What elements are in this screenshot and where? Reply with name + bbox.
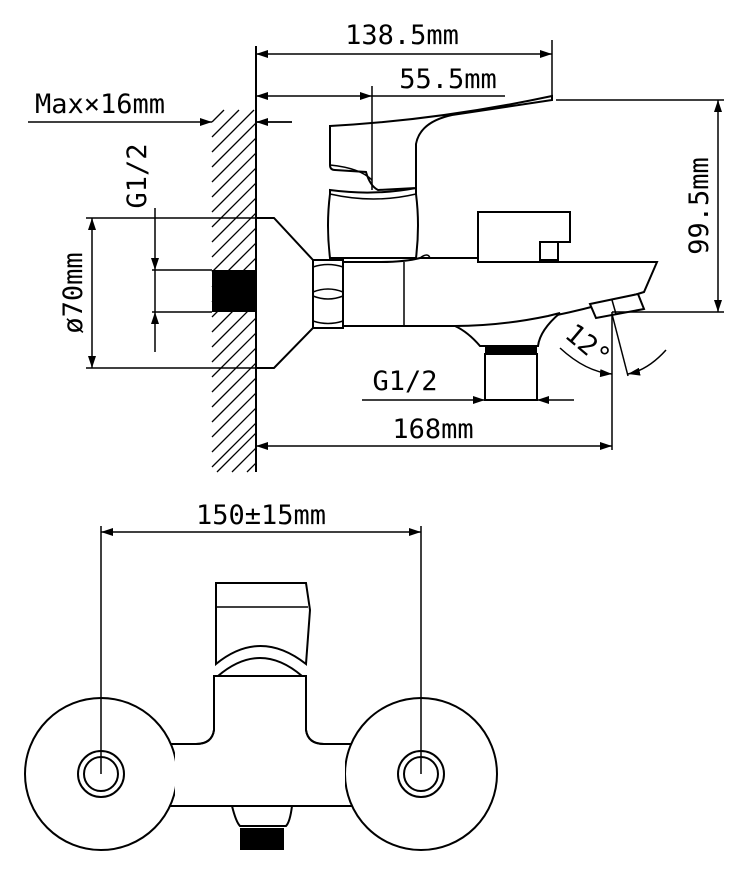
side-view: 138.5mm 55.5mm Max×16mm G1/2 ø70mm 99.5m…: [28, 20, 724, 473]
outlet-thread: [485, 346, 537, 354]
dim-center-distance: 150±15mm: [196, 500, 326, 531]
outlet-neck: [454, 312, 561, 347]
dim-spout-angle: 12°: [559, 318, 616, 373]
lever-handle: [329, 94, 553, 192]
dim-wall-max: Max×16mm: [35, 89, 165, 120]
dim-height: 99.5mm: [684, 157, 715, 255]
front-outlet-thread: [240, 828, 284, 850]
dim-lever-offset: 55.5mm: [399, 64, 497, 95]
front-cartridge: [215, 657, 305, 677]
wall-section: [211, 46, 257, 473]
cartridge-column: [327, 186, 419, 259]
dim-inlet-thread: G1/2: [122, 143, 153, 208]
dim-outlet-thread: G1/2: [372, 366, 437, 397]
dim-spout-reach: 168mm: [392, 414, 473, 445]
front-view: 150±15mm: [24, 500, 498, 851]
aerator: [588, 292, 646, 320]
inlet-thread-block: [212, 270, 256, 312]
front-outlet: [230, 805, 294, 827]
front-lever: [215, 582, 312, 667]
wall-flange: [255, 217, 314, 369]
dim-flange-diameter: ø70mm: [58, 252, 89, 333]
dim-overall-length: 138.5mm: [345, 20, 459, 51]
hex-nut: [312, 259, 344, 329]
